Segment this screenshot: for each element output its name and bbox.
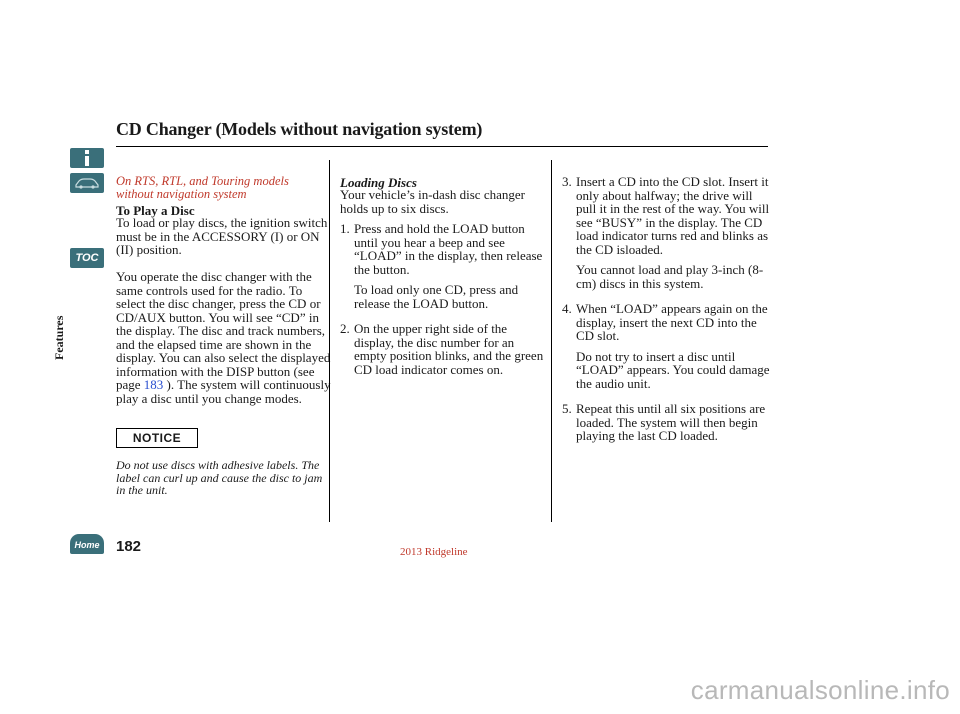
info-icon [85, 150, 89, 166]
model-note: On RTS, RTL, and Touring models without … [116, 174, 289, 201]
paragraph: You operate the disc changer with the sa… [116, 270, 334, 405]
section-heading: Loading Discs [340, 175, 417, 190]
home-icon: Home [74, 540, 99, 550]
section-heading: To Play a Disc [116, 203, 195, 218]
column-divider [329, 160, 330, 522]
footer-text: 2013 Ridgeline [400, 546, 468, 558]
step-list: 1. Press and hold the LOAD button until … [340, 222, 548, 376]
paragraph: Your vehicle’s in-dash disc changer hold… [340, 187, 525, 216]
notice-text: Do not use discs with adhesive labels. T… [116, 458, 323, 497]
step-number: 5. [562, 401, 572, 416]
page-link[interactable]: 183 [143, 377, 164, 392]
step-text: On the upper right side of the display, … [354, 321, 544, 377]
watermark: carmanualsonline.info [690, 675, 950, 705]
list-item: 1. Press and hold the LOAD button until … [340, 222, 548, 310]
list-item: 3. Insert a CD into the CD slot. Insert … [562, 175, 770, 290]
step-text: When “LOAD” appears again on the display… [576, 301, 768, 343]
step-number: 2. [340, 321, 350, 336]
title-rule [116, 146, 768, 147]
step-text: Insert a CD into the CD slot. Insert it … [576, 174, 770, 257]
paragraph-text: You operate the disc changer with the sa… [116, 269, 331, 392]
step-note: Do not try to insert a disc until “LOAD”… [576, 348, 770, 391]
paragraph: To load or play discs, the ignition swit… [116, 215, 328, 257]
step-number: 3. [562, 174, 572, 189]
section-label: Features [52, 315, 66, 360]
list-item: 2. On the upper right side of the displa… [340, 322, 548, 376]
step-list: 3. Insert a CD into the CD slot. Insert … [562, 175, 770, 443]
page-number: 182 [116, 538, 142, 555]
step-text: Repeat this until all six positions are … [576, 401, 766, 443]
step-number: 4. [562, 301, 572, 316]
column-divider [551, 160, 552, 522]
list-item: 5. Repeat this until all six positions a… [562, 402, 770, 443]
paragraph-text: ). The system will continuously play a d… [116, 377, 331, 406]
home-tab[interactable]: Home [70, 534, 104, 554]
step-note: You cannot load and play 3-inch (8-cm) d… [576, 262, 764, 291]
step-number: 1. [340, 221, 350, 236]
info-tab[interactable] [70, 148, 104, 168]
toc-icon: TOC [75, 252, 99, 264]
notice-badge: NOTICE [116, 428, 198, 448]
car-tab[interactable] [70, 173, 104, 193]
step-text: Press and hold the LOAD button until you… [354, 221, 543, 277]
car-icon [75, 178, 99, 189]
list-item: 4. When “LOAD” appears again on the disp… [562, 302, 770, 390]
page-title: CD Changer (Models without navigation sy… [116, 119, 483, 139]
step-note: To load only one CD, press and release t… [354, 282, 519, 311]
toc-tab[interactable]: TOC [70, 248, 104, 268]
svg-text:Home: Home [74, 540, 99, 550]
